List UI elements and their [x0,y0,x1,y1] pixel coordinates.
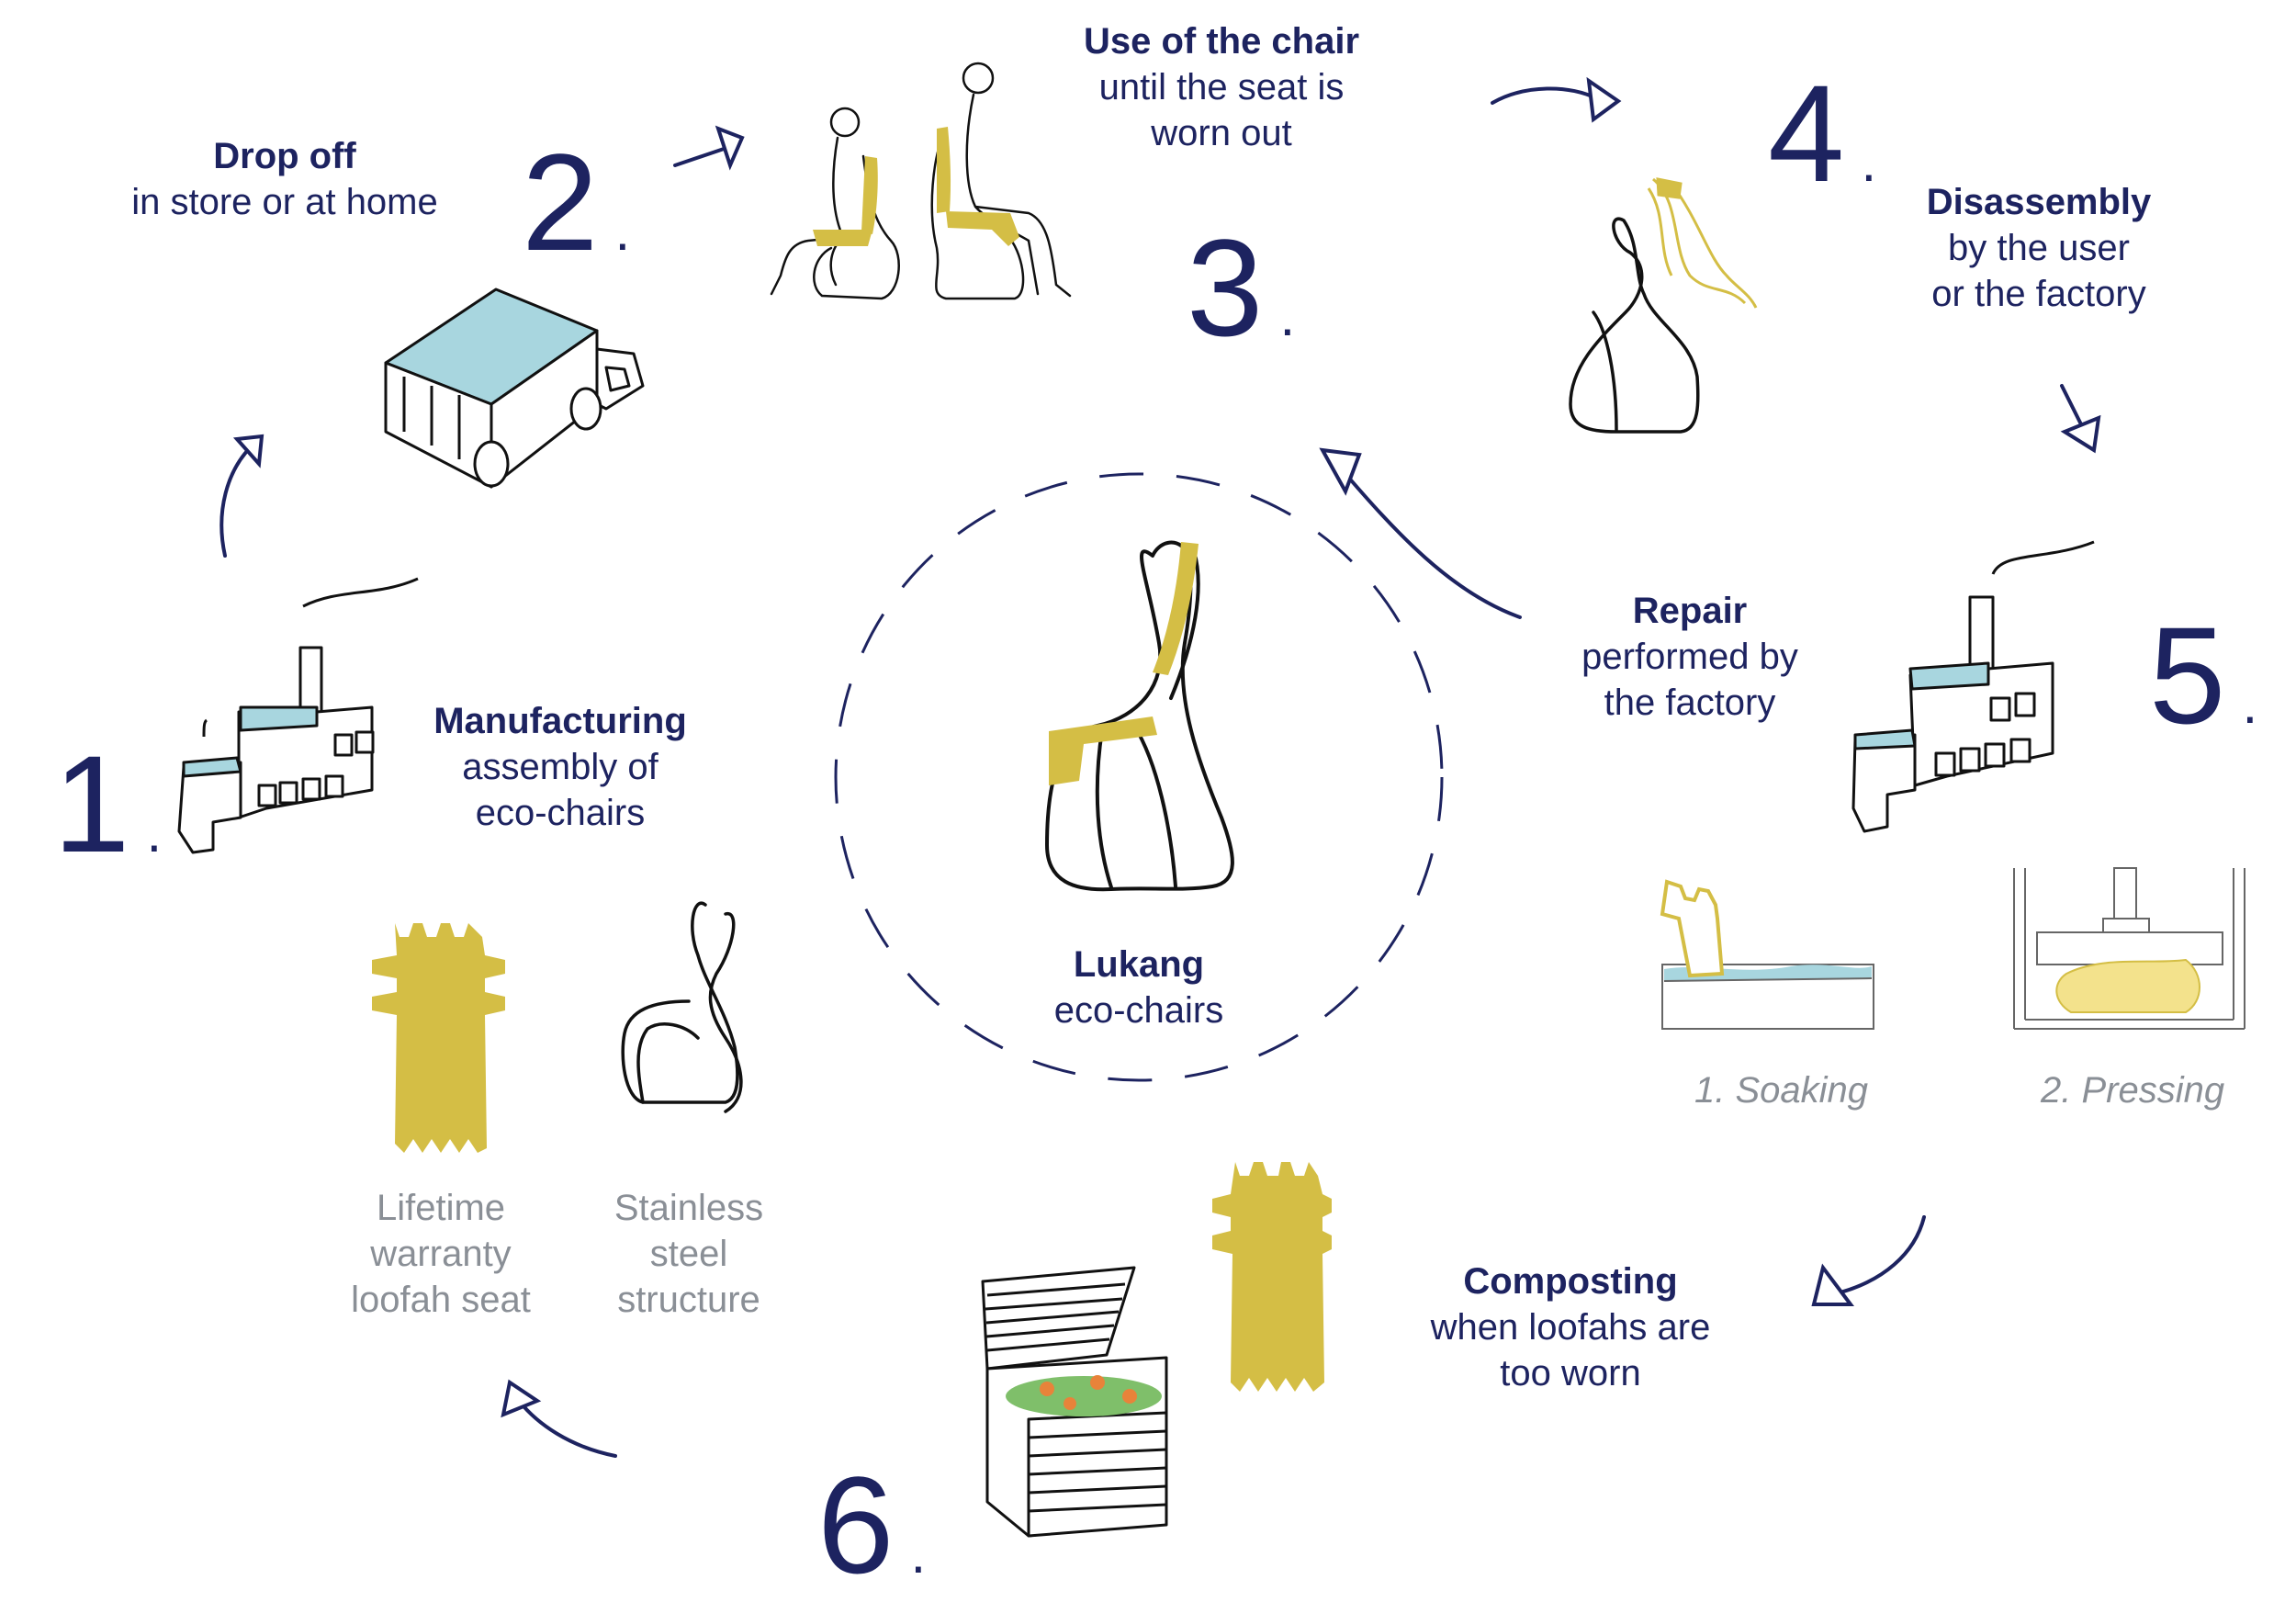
center-label: Lukang eco-chairs [1019,942,1258,1033]
disassembly-label: Disassembly by the user or the factory [1901,179,2177,317]
step-number-6: 6. [817,1456,926,1594]
pressed-loofah-icon [2056,960,2200,1012]
arrow-icon [221,436,262,556]
center-chair-icon [1047,543,1232,890]
arrow-icon [1492,81,1618,119]
steel-frame-icon [623,903,741,1111]
step-number-2: 2. [522,133,630,271]
loofah-seat-icon [813,127,1019,246]
seat-part-label: Lifetime warranty loofah seat [321,1185,560,1323]
composting-label: Composting when loofahs are too worn [1405,1258,1736,1396]
repair-label: Repair performed by the factory [1561,588,1818,726]
lifecycle-diagram: 1. 2. 3. 4. 5. 6. Manufacturing assembly… [0,0,2296,1560]
factory-icon [179,579,418,852]
loofah-seat-icon [1212,1162,1332,1392]
pressing-label: 2. Pressing [2041,1070,2224,1111]
dropoff-label: Drop off in store or at home [119,133,450,225]
arrow-icon [503,1382,615,1456]
soaking-label: 1. Soaking [1694,1070,1868,1111]
use-label: Use of the chair until the seat is worn … [1065,18,1378,156]
arrow-icon [675,129,742,165]
manufacturing-label: Manufacturing assembly of eco-chairs [422,698,698,836]
step-number-5: 5. [2149,606,2257,744]
arrow-icon [2062,386,2099,450]
loofah-seat-icon [372,923,505,1153]
step-number-1: 1. [53,735,162,873]
step-number-3: 3. [1187,219,1295,356]
center-loofah-seat-icon [1049,542,1199,785]
step-number-4: 4. [1768,64,1876,202]
factory-icon [1853,542,2094,831]
loofah-fibres-icon [1649,179,1756,308]
arrow-icon [1814,1217,1924,1304]
arrow-icon [1322,450,1520,617]
frame-part-label: Stainless steel structure [579,1185,799,1323]
loofah-seat-icon [1662,882,1722,976]
sitting-person-icon [771,63,1070,299]
delivery-truck-icon [386,289,643,487]
